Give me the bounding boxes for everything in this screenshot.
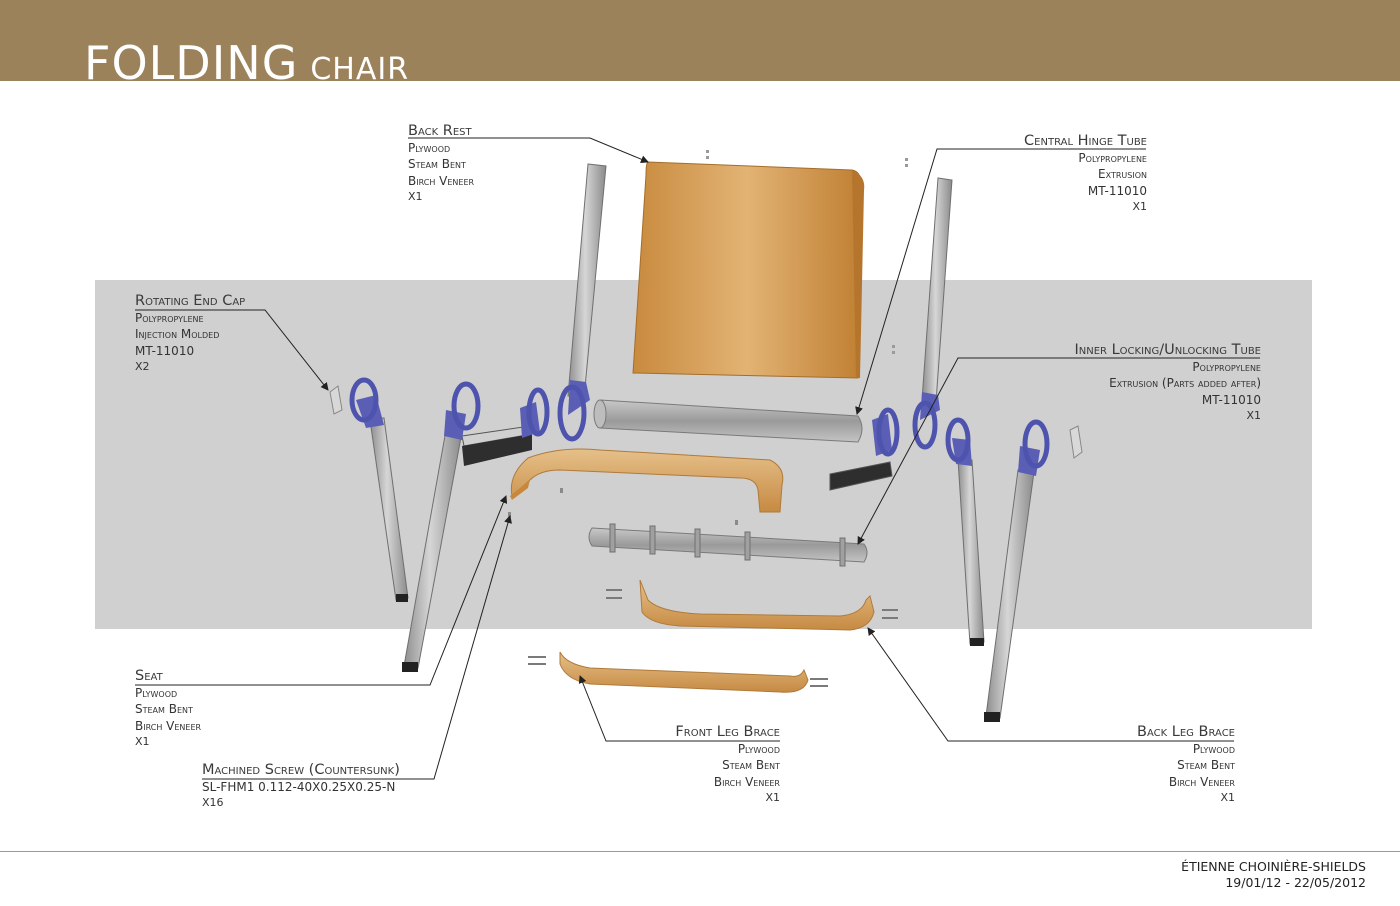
callout-line: Plywood (135, 686, 178, 700)
back-leg-brace (639, 579, 875, 631)
callout-title: Central Hinge Tube (1024, 133, 1147, 149)
callout-qty: X1 (1132, 199, 1147, 213)
callout-line: Polypropylene (135, 311, 204, 325)
callout-line: Steam Bent (1177, 758, 1235, 773)
date-range: 19/01/12 - 22/05/2012 (1225, 875, 1366, 890)
callout-title: Seat (135, 668, 163, 684)
callout-line: Plywood (408, 141, 451, 155)
callout-end-cap: Rotating End Cap Polypropylene Injection… (135, 292, 245, 375)
central-hinge-tube (593, 399, 863, 443)
callout-qty: X1 (1246, 408, 1261, 422)
callout-line: Steam Bent (135, 702, 193, 717)
callout-line: Plywood (737, 742, 780, 756)
callout-title: Back Leg Brace (1137, 724, 1235, 740)
brace-pins-icon (528, 589, 898, 687)
screw-icons (706, 150, 908, 354)
inner-locking-tube (588, 523, 868, 567)
author-name: ÉTIENNE CHOINIÈRE-SHIELDS (1181, 859, 1366, 874)
callout-line: Polypropylene (1192, 360, 1261, 374)
callout-line: MT-11010 (1201, 392, 1261, 407)
callout-back-brace: Back Leg Brace Plywood Steam Bent Birch … (1137, 723, 1235, 806)
back-rest-panel (632, 161, 865, 379)
callout-qty: X1 (1220, 790, 1235, 804)
callout-line: MT-11010 (1087, 183, 1147, 198)
leader-lines (135, 137, 1260, 780)
front-leg-brace (559, 651, 809, 693)
callout-screw: Machined Screw (Countersunk) SL-FHM1 0.1… (202, 761, 400, 812)
callout-title: Back Rest (408, 123, 472, 139)
callout-line: MT-11010 (135, 343, 195, 358)
right-front-leg (984, 419, 1050, 722)
callout-line: Birch Veneer (1168, 774, 1235, 789)
seat-screw-icons (508, 488, 738, 525)
header-bar (0, 0, 1400, 81)
callout-seat: Seat Plywood Steam Bent Birch Veneer X1 (135, 667, 201, 750)
callout-line: Polypropylene (1078, 151, 1147, 165)
callout-line: Steam Bent (722, 758, 780, 773)
title-sub: CHAIR (310, 52, 410, 87)
callout-line: Plywood (1192, 742, 1235, 756)
callout-title: Front Leg Brace (675, 724, 780, 740)
callout-qty: X1 (135, 734, 150, 748)
right-back-upright (912, 177, 953, 450)
callout-inner-tube: Inner Locking/Unlocking Tube Polypropyle… (1074, 341, 1261, 424)
callout-front-brace: Front Leg Brace Plywood Steam Bent Birch… (675, 723, 780, 806)
callout-line: Birch Veneer (135, 718, 202, 733)
footer-divider (0, 851, 1400, 852)
left-back-upright (557, 163, 607, 442)
left-seat-bracket (461, 387, 550, 466)
end-cap-right-icon (1069, 425, 1083, 459)
end-cap-left-icon (329, 385, 343, 415)
callout-line: Extrusion (1098, 167, 1147, 182)
right-seat-bracket (829, 407, 900, 491)
callout-central-hinge: Central Hinge Tube Polypropylene Extrusi… (1024, 132, 1147, 215)
left-front-leg (402, 381, 481, 672)
callout-line: Injection Molded (135, 327, 220, 342)
callout-title: Rotating End Cap (135, 293, 246, 309)
callout-line: Extrusion (Parts added after) (1109, 376, 1261, 391)
callout-qty: X1 (765, 790, 780, 804)
author-credit: ÉTIENNE CHOINIÈRE-SHIELDS 19/01/12 - 22/… (1181, 859, 1366, 891)
page-title: FOLDING CHAIR (84, 36, 409, 90)
callout-back-rest: Back Rest Plywood Steam Bent Birch Venee… (408, 122, 474, 205)
callout-qty: X2 (135, 359, 150, 373)
callout-line: Steam Bent (408, 157, 466, 172)
left-rear-leg (349, 377, 409, 602)
right-rear-leg (945, 417, 985, 646)
seat-panel (510, 448, 784, 513)
callout-qty: X16 (202, 796, 224, 810)
title-main: FOLDING (84, 36, 299, 90)
callout-title: Machined Screw (Countersunk) (202, 762, 400, 778)
callout-line: SL-FHM1 0.112-40X0.25X0.25-N (202, 780, 396, 794)
callout-line: Birch Veneer (408, 173, 475, 188)
callout-line: Birch Veneer (713, 774, 780, 789)
callout-qty: X1 (408, 189, 423, 203)
callout-title: Inner Locking/Unlocking Tube (1074, 342, 1261, 358)
